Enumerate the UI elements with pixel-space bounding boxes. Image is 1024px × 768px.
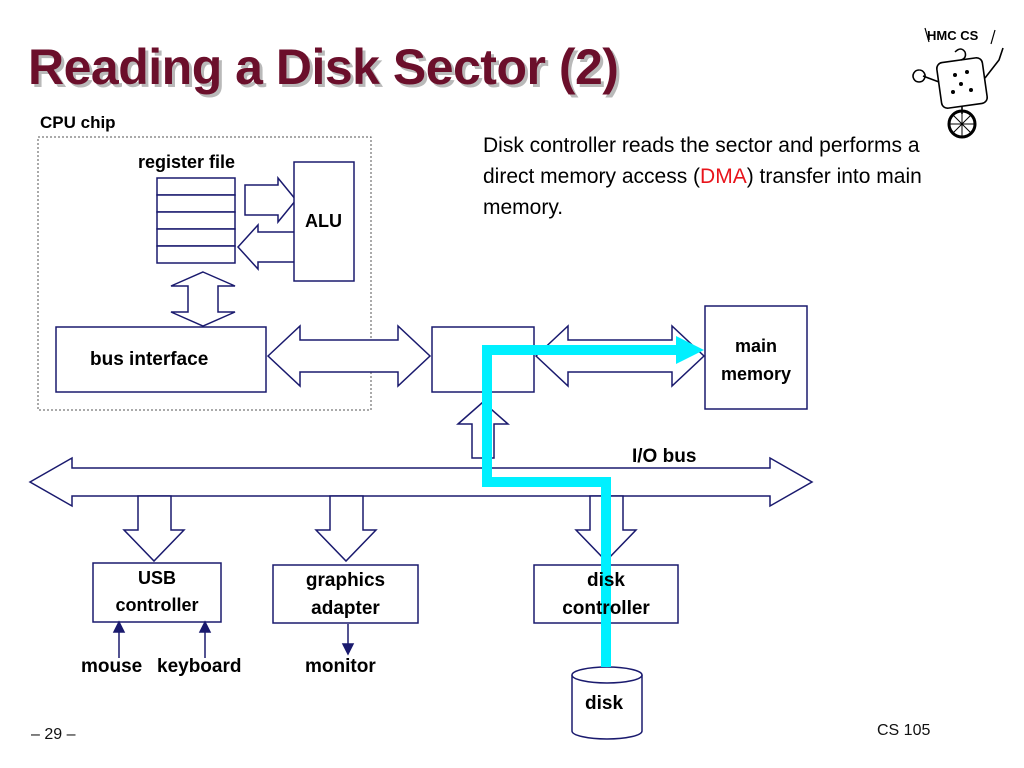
io-bus-to-graphics-arrow bbox=[314, 495, 378, 563]
disk-controller-label: disk controller bbox=[534, 567, 678, 623]
hmc-cs-robot-logo-icon: HMC CS bbox=[912, 27, 1004, 139]
usb-controller-label: USB controller bbox=[93, 565, 221, 619]
monitor-label: monitor bbox=[305, 656, 376, 677]
logo-text: HMC CS bbox=[927, 28, 979, 43]
usb-controller-line-2: controller bbox=[115, 595, 199, 615]
page-number: – 29 – bbox=[31, 726, 76, 743]
usb-controller-line-1: USB bbox=[137, 568, 176, 588]
dma-highlight: DMA bbox=[700, 165, 747, 188]
register-file-label: register file bbox=[138, 152, 236, 172]
course-label: CS 105 bbox=[877, 722, 931, 739]
memory-bus-arrow bbox=[534, 324, 706, 388]
description-before: Disk controller reads the sector and per… bbox=[483, 134, 920, 188]
graphics-adapter-line-2: adapter bbox=[311, 598, 380, 619]
main-memory-box bbox=[704, 305, 808, 410]
disk-controller-line-1: disk bbox=[586, 570, 626, 591]
usb-controller-box bbox=[92, 562, 222, 623]
dma-transfer-path bbox=[482, 345, 676, 667]
disk-controller-line-2: controller bbox=[562, 598, 650, 619]
register-to-alu-arrow bbox=[244, 175, 297, 225]
register-file bbox=[156, 177, 236, 264]
main-memory-line-1: main bbox=[734, 336, 777, 356]
io-bus-to-usb-arrow bbox=[122, 495, 186, 563]
disk-label: disk bbox=[585, 693, 624, 714]
main-memory-label: main memory bbox=[705, 332, 807, 388]
keyboard-label: keyboard bbox=[157, 656, 242, 677]
alu-label: ALU bbox=[305, 211, 342, 231]
cpu-chip-boundary bbox=[37, 136, 372, 411]
bus-interface-label: bus interface bbox=[90, 349, 209, 370]
description-after: ) transfer into main memory. bbox=[483, 165, 922, 219]
register-bus-interface-arrow bbox=[170, 271, 236, 327]
main-memory-line-2: memory bbox=[720, 364, 792, 384]
cpu-chip-label: CPU chip bbox=[40, 113, 116, 132]
io-bus-arrow bbox=[28, 456, 814, 508]
graphics-adapter-label: graphics adapter bbox=[273, 567, 418, 623]
alu-to-register-arrow bbox=[236, 223, 297, 271]
dma-path-arrowhead bbox=[676, 336, 704, 364]
system-bus-arrow bbox=[266, 324, 432, 388]
io-bus-label: I/O bus bbox=[632, 446, 697, 467]
graphics-adapter-line-1: graphics bbox=[305, 570, 386, 591]
alu-box bbox=[293, 161, 355, 282]
disk-cylinder bbox=[571, 666, 643, 740]
bus-interface-box bbox=[55, 326, 267, 393]
mouse-label: mouse bbox=[81, 656, 143, 677]
slide-title: Reading a Disk Sector (2) bbox=[28, 39, 619, 95]
description-text: Disk controller reads the sector and per… bbox=[483, 130, 923, 223]
graphics-adapter-box bbox=[272, 564, 419, 624]
